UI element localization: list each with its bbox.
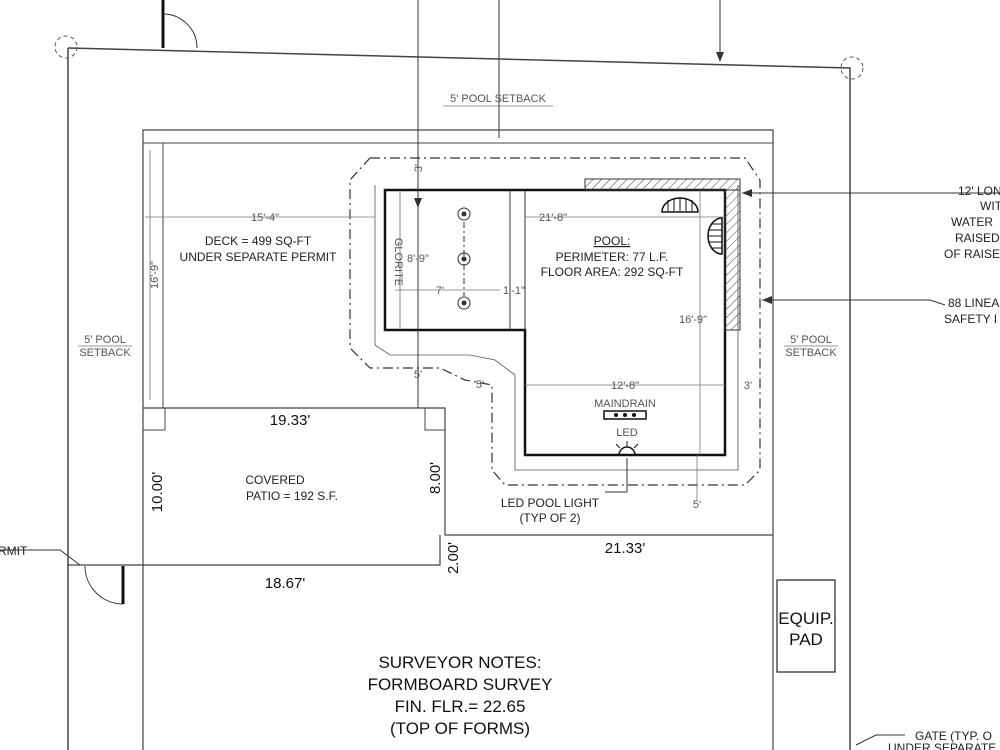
property-line — [67, 47, 851, 750]
gap-bottom-dim: 5' — [476, 379, 484, 391]
pool-width-dim: 21'-8" — [539, 212, 567, 224]
deck-outline — [349, 157, 761, 486]
house-lower-wall — [68, 535, 441, 566]
property-corner-left — [54, 35, 78, 59]
setback-right-label-1: 5' POOL — [790, 334, 832, 346]
equip-pad — [776, 579, 836, 673]
pool-length-dim: 16'-9" — [679, 314, 707, 326]
pool-bottom-dim: 12'-8" — [611, 380, 639, 392]
pool-shell — [383, 188, 727, 457]
gap-right-dim: 3' — [744, 380, 752, 392]
gate-callout-2: UNDER SEPARATE — [888, 741, 996, 750]
surveyor-notes-line-4: (TOP OF FORMS) — [390, 719, 530, 738]
maindrain-icon — [603, 410, 647, 420]
pool-bench-dim: 1'-1" — [503, 285, 525, 297]
patio-label-2: PATIO = 192 S.F. — [246, 489, 338, 503]
patio-left-dim: 10.00' — [149, 472, 166, 513]
patio-top-dim: 19.33' — [270, 412, 311, 429]
pool-title: POOL: — [594, 234, 631, 248]
patio-step-dim: 2.00' — [445, 542, 462, 574]
house-width-dim: 21.33' — [605, 540, 646, 557]
equip-pad-label-2: PAD — [789, 630, 823, 649]
gap-left-dim: 5' — [414, 369, 422, 381]
pool-step-dim: 7' — [436, 285, 444, 297]
raised-wall-top — [584, 178, 741, 191]
deck-inner-line — [374, 185, 739, 471]
deck-width-dim: 15'-4" — [251, 212, 279, 224]
led-pool-light-label: LED POOL LIGHT — [501, 496, 600, 510]
setback-left-label-2: SETBACK — [79, 347, 131, 359]
pool-perimeter: PERIMETER: 77 L.F. — [556, 250, 669, 264]
waterfall-icon-top — [661, 197, 699, 213]
safety-callout-1: 88 LINEA — [948, 296, 999, 310]
led-label: LED — [616, 427, 637, 439]
led-pool-light-count: (TYP OF 2) — [519, 511, 580, 525]
setback-line — [142, 129, 774, 750]
gap-top-dim: 3' — [413, 164, 425, 172]
waterfall-callout-5: OF RAISE — [944, 247, 1000, 261]
left-door — [84, 565, 125, 605]
deck-area-label: DECK = 499 SQ-FT — [205, 234, 312, 248]
pool-left-height-dim: 8'-9" — [407, 253, 429, 265]
setback-right-label-2: SETBACK — [785, 347, 837, 359]
column-left — [142, 407, 166, 431]
waterfall-callout-3: WATER — [951, 215, 993, 229]
deck-height-dim: 16'-9" — [149, 261, 161, 289]
patio-right-dim: 8.00' — [427, 462, 444, 494]
property-corner-right — [840, 56, 864, 80]
gap-lower-dim: 5' — [693, 499, 701, 511]
waterfall-callout-2: WIT — [980, 199, 1000, 213]
deck-permit-label: UNDER SEPARATE PERMIT — [180, 250, 338, 264]
maindrain-label: MAINDRAIN — [594, 398, 656, 410]
setback-top-label: 5' POOL SETBACK — [450, 93, 546, 105]
pool-floor-area: FLOOR AREA: 292 SQ-FT — [541, 265, 684, 279]
equip-pad-label-1: EQUIP. — [778, 609, 833, 628]
led-light-icon — [615, 441, 639, 456]
jet-icon — [457, 207, 471, 221]
permit-callout-left: RMIT — [0, 544, 28, 558]
top-door — [161, 0, 198, 49]
raised-wall-right — [724, 189, 741, 331]
jet-icon — [457, 296, 471, 310]
house-wall — [143, 407, 773, 536]
patio-label-1: COVERED — [245, 473, 305, 487]
surveyor-notes-line-2: FORMBOARD SURVEY — [368, 675, 553, 694]
surveyor-notes-line-3: FIN. FLR.= 22.65 — [395, 697, 526, 716]
waterfall-callout-1: 12' LON — [958, 184, 1000, 198]
column-right — [424, 407, 446, 431]
waterfall-icon-right — [707, 217, 723, 255]
gate-callout-1: GATE (TYP. O — [915, 729, 992, 743]
setback-left-label-1: 5' POOL — [84, 334, 126, 346]
glorite-label: GLORITE — [392, 238, 404, 286]
surveyor-notes-title: SURVEYOR NOTES: — [378, 653, 541, 672]
waterfall-callout-4: RAISED — [955, 231, 1000, 245]
patio-bottom-dim: 18.67' — [265, 575, 306, 592]
safety-callout-2: SAFETY I — [944, 312, 997, 326]
